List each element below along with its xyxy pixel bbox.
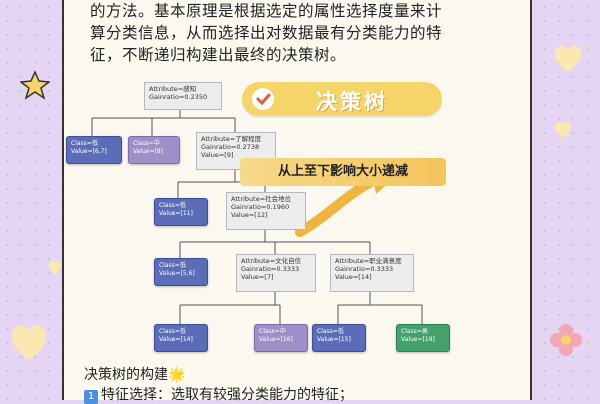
tree-node-root: Attribute=感知 Gainratio=0.2350 (144, 82, 222, 110)
leaf-class: Class=低 (71, 140, 98, 147)
tree-leaf-a: Class=低 Value=[6,7] (66, 136, 122, 164)
leaf-class: Class=低 (159, 328, 186, 335)
arrow-caption: 从上至下影响大小递减 (240, 158, 446, 186)
leaf-value: Value=[15] (317, 336, 351, 343)
leaf-class: Class=中 (133, 140, 160, 147)
tree-node-4: Attribute=文化自信 Gainratio=0.3333 Value=[7… (236, 254, 316, 292)
heart-sticker-bottom-icon (11, 325, 47, 360)
checkmark-icon (252, 88, 274, 110)
node-value: Value=[7] (241, 273, 274, 281)
node-attribute: Attribute=职业满意度 (335, 257, 402, 265)
section-title: 决策树的构建🌟 (84, 367, 186, 383)
feature-selection-text: 特征选择：选取有较强分类能力的特征； (101, 387, 353, 403)
tree-leaf-d: Class=低 Value=[5,6] (154, 258, 208, 286)
tree-leaf-c: Class=低 Value=[11] (154, 198, 208, 226)
tree-leaf-e: Class=低 Value=[14] (154, 324, 208, 352)
heart-sticker-icon (554, 45, 582, 72)
node-gainratio: Gainratio=0.3333 (241, 265, 300, 273)
tree-leaf-h: Class=高 Value=[19] (396, 324, 450, 352)
node-gainratio: Gainratio=0.1960 (231, 203, 290, 211)
leaf-class: Class=高 (401, 328, 428, 335)
leaf-class: Class=中 (259, 328, 286, 335)
node-value: Value=[9] (201, 151, 234, 159)
leaf-class: Class=低 (317, 328, 344, 335)
small-heart-sticker-icon (555, 121, 571, 138)
title-banner (242, 82, 442, 116)
node-attribute: Attribute=了解程度 (201, 135, 262, 143)
leaf-value: Value=[6,7] (71, 148, 107, 155)
intro-line-3: 征，不断递归构建出最终的决策树。 (90, 46, 347, 64)
node-gainratio: Gainratio=0.2738 (201, 143, 260, 151)
node-value: Value=[14] (335, 273, 372, 281)
node-gainratio: Gainratio=0.2350 (149, 93, 208, 101)
small-heart-left-icon (48, 261, 62, 274)
node-attribute: Attribute=感知 (149, 85, 197, 93)
tree-node-3: Attribute=社会地位 Gainratio=0.1960 Value=[1… (226, 192, 306, 230)
leaf-value: Value=[16] (259, 336, 293, 343)
leaf-value: Value=[11] (159, 210, 193, 217)
leaf-value: Value=[19] (401, 336, 435, 343)
tree-leaf-b: Class=中 Value=[8] (128, 136, 180, 164)
intro-text: 的方法。基本原理是根据选定的属性选择度量来计 算分类信息，从而选择出对数据最有分… (90, 0, 510, 66)
tree-leaf-f: Class=中 Value=[16] (254, 324, 308, 352)
curved-arrow-icon (295, 173, 385, 237)
leaf-value: Value=[5,6] (159, 270, 195, 277)
tree-node-5: Attribute=职业满意度 Gainratio=0.3333 Value=[… (330, 254, 414, 292)
checkmark-glyph-icon (256, 93, 271, 106)
number-badge: 1 (84, 390, 98, 404)
node-attribute: Attribute=文化自信 (241, 257, 302, 265)
leaf-value: Value=[8] (133, 148, 164, 155)
leaf-class: Class=低 (159, 202, 186, 209)
banner-title: 决策树 (316, 90, 388, 114)
node-gainratio: Gainratio=0.3333 (335, 265, 394, 273)
node-value: Value=[12] (231, 211, 268, 219)
flower-sticker-icon (550, 324, 582, 356)
leaf-value: Value=[14] (159, 336, 193, 343)
tree-leaf-g: Class=低 Value=[15] (312, 324, 366, 352)
leaf-class: Class=低 (159, 262, 186, 269)
intro-line-1: 的方法。基本原理是根据选定的属性选择度量来计 (90, 2, 443, 20)
star-sticker-icon (20, 70, 50, 100)
node-attribute: Attribute=社会地位 (231, 195, 292, 203)
intro-line-2: 算分类信息，从而选择出对数据最有分类能力的特 (90, 24, 443, 42)
